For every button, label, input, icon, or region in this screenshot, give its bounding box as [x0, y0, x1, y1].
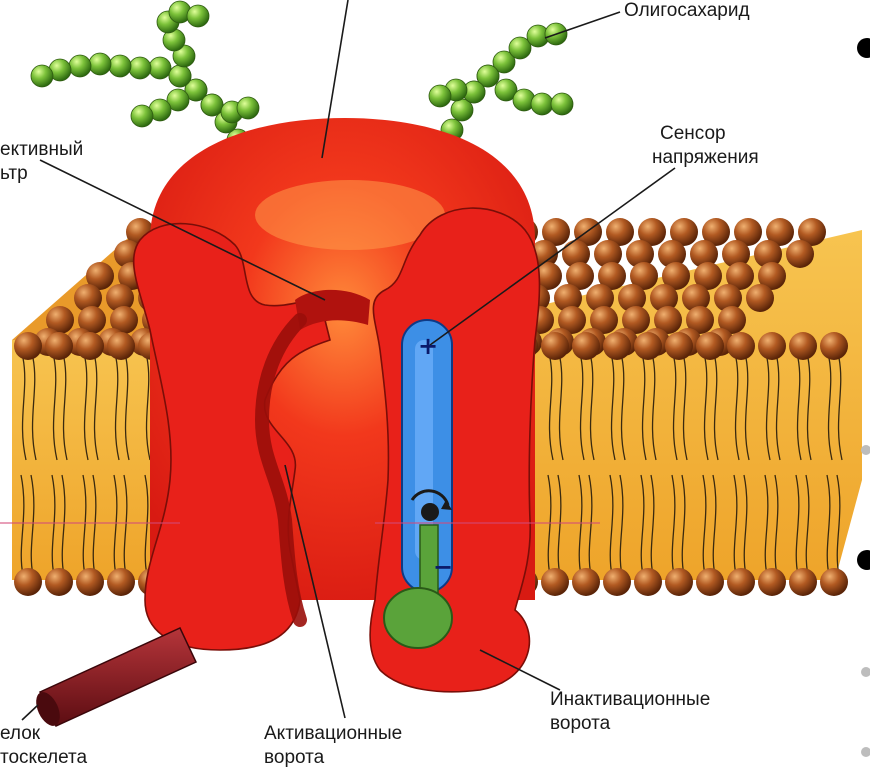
- lipid-head: [665, 568, 693, 596]
- lipid-head: [789, 332, 817, 360]
- lipid-head: [820, 332, 848, 360]
- bullet-dot: [857, 550, 870, 570]
- channel-protein: [134, 118, 540, 692]
- lipid-head: [727, 332, 755, 360]
- sugar-bead: [31, 65, 53, 87]
- lipid-head: [107, 568, 135, 596]
- label-activation-gate-line1: Активационные: [264, 722, 402, 745]
- sugar-bead: [131, 105, 153, 127]
- lipid-head: [14, 332, 42, 360]
- label-selective-filter-line1: ективный: [0, 138, 83, 161]
- label-inactivation-gate-line1: Инактивационные: [550, 688, 710, 711]
- label-cytoskeleton-line1: елок: [0, 722, 40, 745]
- label-voltage-sensor-line2: напряжения: [652, 146, 759, 169]
- sugar-bead: [531, 93, 553, 115]
- label-inactivation-gate-line2: ворота: [550, 712, 610, 735]
- lipid-head: [746, 284, 774, 312]
- lipid-head: [541, 568, 569, 596]
- lipid-head: [45, 568, 73, 596]
- sugar-bead: [237, 97, 259, 119]
- lipid-head: [541, 332, 569, 360]
- lipid-head: [820, 568, 848, 596]
- lipid-head: [758, 332, 786, 360]
- sugar-bead: [129, 57, 151, 79]
- lipid-head: [786, 240, 814, 268]
- sugar-bead: [551, 93, 573, 115]
- lipid-head: [14, 568, 42, 596]
- lipid-head: [572, 568, 600, 596]
- lipid-head: [727, 568, 755, 596]
- lipid-head: [634, 332, 662, 360]
- lipid-head: [603, 568, 631, 596]
- sugar-bead: [69, 55, 91, 77]
- sugar-bead: [429, 85, 451, 107]
- plus-charge-sign: +: [418, 334, 438, 358]
- sugar-bead: [201, 94, 223, 116]
- sugar-bead: [169, 65, 191, 87]
- lipid-head: [696, 568, 724, 596]
- bullet-dot: [861, 667, 870, 677]
- lipid-head: [45, 332, 73, 360]
- lipid-head: [603, 332, 631, 360]
- lipid-head: [758, 568, 786, 596]
- label-selective-filter-line2: ьтр: [0, 162, 28, 185]
- label-activation-gate-line2: ворота: [264, 746, 324, 769]
- lipid-head: [665, 332, 693, 360]
- lipid-head: [696, 332, 724, 360]
- lipid-head: [107, 332, 135, 360]
- bullet-dot: [857, 38, 870, 58]
- cytoskeleton-rod: [31, 628, 196, 730]
- lipid-head: [76, 568, 104, 596]
- lipid-head: [572, 332, 600, 360]
- bullet-dot: [861, 747, 870, 757]
- sugar-bead: [187, 5, 209, 27]
- minus-charge-sign: −: [433, 555, 453, 579]
- rotation-axis-icon: [421, 503, 439, 521]
- lipid-head: [76, 332, 104, 360]
- sugar-bead: [89, 53, 111, 75]
- lipid-head: [634, 568, 662, 596]
- label-voltage-sensor-line1: Сенсор: [660, 122, 726, 145]
- bullet-dot: [861, 445, 870, 455]
- sugar-bead: [109, 55, 131, 77]
- sugar-bead: [149, 57, 171, 79]
- lipid-head: [789, 568, 817, 596]
- pointer-cytoskeleton: [22, 705, 38, 720]
- label-cytoskeleton-line2: тоскелета: [0, 746, 87, 769]
- label-oligosaccharide: Олигосахарид: [624, 0, 750, 22]
